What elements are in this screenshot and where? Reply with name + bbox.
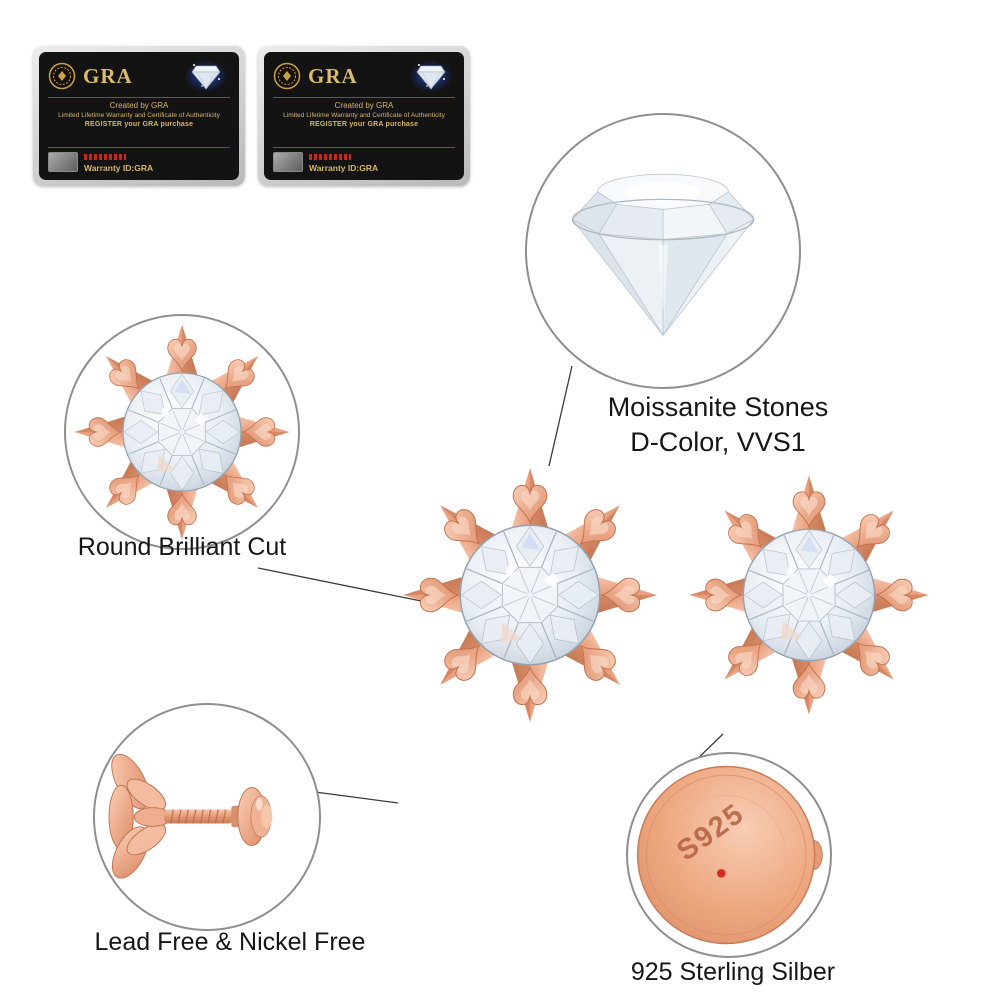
gra-certificate-inner: GRA Created by GRA Limited Lifetime Warr…: [264, 52, 464, 180]
gra-emblem-icon: [48, 62, 76, 90]
cert-warranty-id: Warranty ID:GRA: [309, 163, 379, 173]
round-cut-callout: [64, 314, 300, 550]
cert-warranty-id: Warranty ID:GRA: [84, 163, 154, 173]
earring-sideview-illustration: [108, 753, 273, 879]
gra-certificate-inner: GRA Created by GRA Limited Lifetime Warr…: [39, 52, 239, 180]
screw-threads: [169, 809, 227, 824]
gra-emblem-icon: [273, 62, 301, 90]
moissanite-label-line1: Moissanite Stones: [607, 392, 829, 422]
moissanite-label: Moissanite Stones D-Color, VVS1: [518, 390, 918, 460]
diamond-icon: [409, 60, 453, 92]
cert-thumbnail: [273, 152, 303, 172]
cut-label: Round Brilliant Cut: [77, 533, 287, 561]
cert-register-line: REGISTER your GRA purchase: [309, 121, 419, 128]
cert-warranty-line: Limited Lifetime Warranty and Certificat…: [283, 112, 445, 119]
earring-front-illustration: [393, 458, 667, 732]
earring-front-illustration: [680, 466, 938, 724]
red-dot: [716, 868, 726, 878]
gra-certificate-card: GRA Created by GRA Limited Lifetime Warr…: [258, 46, 470, 186]
cert-warranty-number: [84, 154, 126, 160]
diamond-icon: [184, 60, 228, 92]
cert-warranty-number: [309, 154, 351, 160]
silver-label: 925 Sterling Silber: [630, 958, 836, 986]
moissanite-label-line2: D-Color, VVS1: [630, 427, 806, 458]
cert-created-by: Created by GRA: [334, 101, 394, 110]
cert-register-line: REGISTER your GRA purchase: [84, 121, 194, 128]
gra-brand-text: GRA: [83, 63, 133, 88]
gra-brand-text: GRA: [308, 63, 358, 88]
moissanite-stone-callout: [525, 113, 801, 389]
cert-warranty-line: Limited Lifetime Warranty and Certificat…: [58, 112, 220, 119]
lead-label: Lead Free & Nickel Free: [94, 928, 366, 956]
gra-certificate-card: GRA Created by GRA Limited Lifetime Warr…: [33, 46, 245, 186]
earring-left: [393, 458, 667, 732]
cert-created-by: Created by GRA: [109, 101, 169, 110]
moissanite-stone-illustration: [571, 173, 755, 337]
silver-back-callout: S925: [626, 752, 832, 958]
earring-closeup-illustration: [66, 314, 298, 550]
cert-thumbnail: [48, 152, 78, 172]
earring-right: [680, 466, 938, 724]
earring-back-illustration: S925: [636, 765, 823, 945]
lead-free-callout: [93, 703, 321, 931]
